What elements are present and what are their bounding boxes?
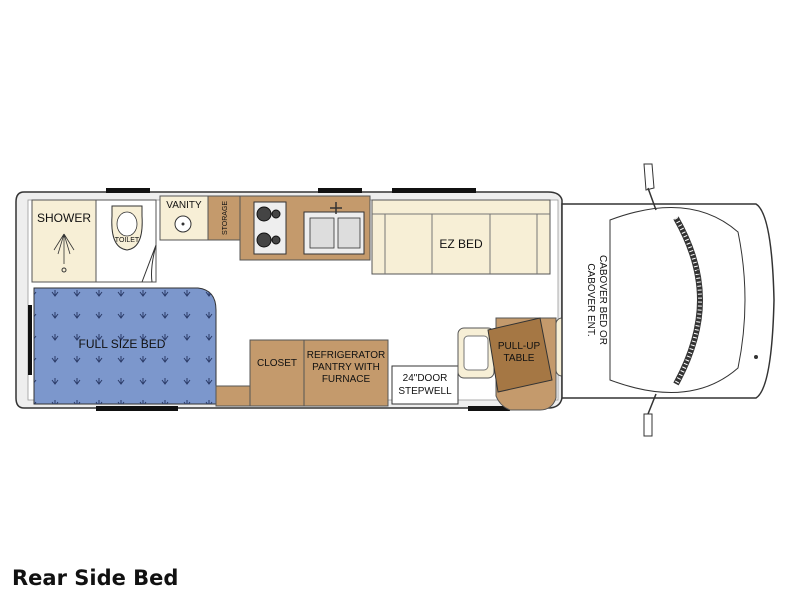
closet-label: CLOSET	[257, 358, 297, 369]
mirror-icon	[643, 163, 655, 191]
light-icon	[696, 270, 700, 274]
ez-bed-label: EZ BED	[439, 237, 483, 251]
toilet-label: TOILET	[115, 237, 140, 244]
vanity-drain	[181, 222, 185, 226]
sink-basin	[337, 217, 361, 249]
refrigerator	[303, 339, 389, 407]
table-label: TABLE	[504, 353, 535, 364]
window	[28, 305, 32, 375]
plan-caption: Rear Side Bed	[12, 566, 179, 590]
window	[96, 406, 178, 411]
refrigerator-label: PANTRY WITH	[312, 362, 380, 373]
mirror-icon	[643, 413, 653, 437]
ez-bed	[371, 199, 551, 275]
cabover-label: CABOVER ENT.	[585, 263, 596, 336]
full-size-bed-pattern	[34, 288, 216, 404]
cabover-label: CABOVER BED OR	[597, 255, 608, 345]
windshield	[673, 216, 704, 386]
passenger-seat-cushion	[463, 335, 489, 371]
shower-drain-icon	[53, 233, 75, 264]
cab-hood	[609, 207, 746, 393]
toilet-seat	[116, 211, 138, 237]
bath-door	[141, 244, 157, 283]
vanity-label: VANITY	[166, 200, 202, 211]
burner-icon	[271, 209, 281, 219]
shower-drain	[61, 267, 67, 273]
mirror-arm	[647, 393, 657, 415]
storage-label: STORAGE	[222, 201, 229, 235]
table-label: PULL-UP	[498, 341, 541, 352]
window	[318, 188, 362, 193]
rear-cabinet	[215, 385, 251, 407]
refrigerator-label: FURNACE	[322, 374, 371, 385]
refrigerator-label: REFRIGERATOR	[307, 350, 386, 361]
mirror-arm	[647, 187, 657, 211]
closet	[249, 339, 305, 407]
burner-icon	[256, 232, 272, 248]
faucet-icon	[330, 202, 342, 214]
light-icon	[754, 355, 758, 359]
burner-icon	[271, 235, 281, 245]
door-label: 24"DOOR	[403, 373, 448, 384]
storage	[207, 195, 241, 241]
window	[392, 188, 476, 193]
window	[106, 188, 150, 193]
full-size-bed-label: FULL SIZE BED	[79, 337, 166, 351]
window	[468, 406, 510, 411]
door-label: STEPWELL	[398, 386, 452, 397]
burner-icon	[256, 206, 272, 222]
sink-basin	[309, 217, 335, 249]
door-stepwell	[391, 365, 459, 405]
pull-up-table	[487, 317, 553, 393]
shower-label: SHOWER	[37, 211, 91, 225]
